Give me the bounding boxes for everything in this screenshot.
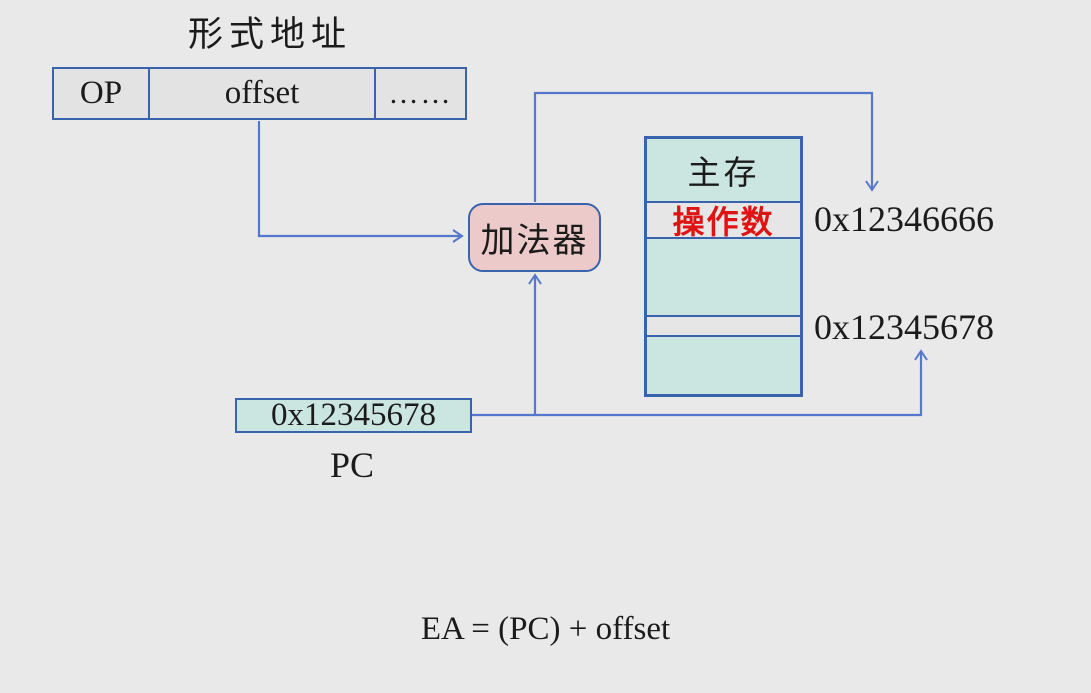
main-memory-box: 主存 操作数 [644, 136, 803, 397]
memory-empty-cell [647, 335, 800, 394]
pc-target-cell [647, 315, 800, 335]
offset-field: offset [148, 69, 374, 118]
op-field: OP [79, 75, 123, 111]
instruction-format-box: OP offset …… [52, 67, 467, 120]
pc-row-address-label: 0x12345678 [814, 307, 994, 347]
ea-formula: EA = (PC) + offset [420, 611, 671, 647]
offset-to-adder-arrow [257, 121, 464, 243]
operand-cell: 操作数 [647, 201, 800, 240]
memory-title: 主存 [687, 156, 760, 192]
operand-address-label: 0x12346666 [814, 199, 994, 239]
pc-label: PC [330, 445, 375, 485]
pc-register-box: 0x12345678 [235, 397, 472, 433]
rest-field: …… [374, 69, 465, 118]
adder-box: 加法器 [468, 203, 601, 272]
memory-empty-cell [647, 237, 800, 315]
formal-address-label: 形式地址 [188, 15, 353, 54]
